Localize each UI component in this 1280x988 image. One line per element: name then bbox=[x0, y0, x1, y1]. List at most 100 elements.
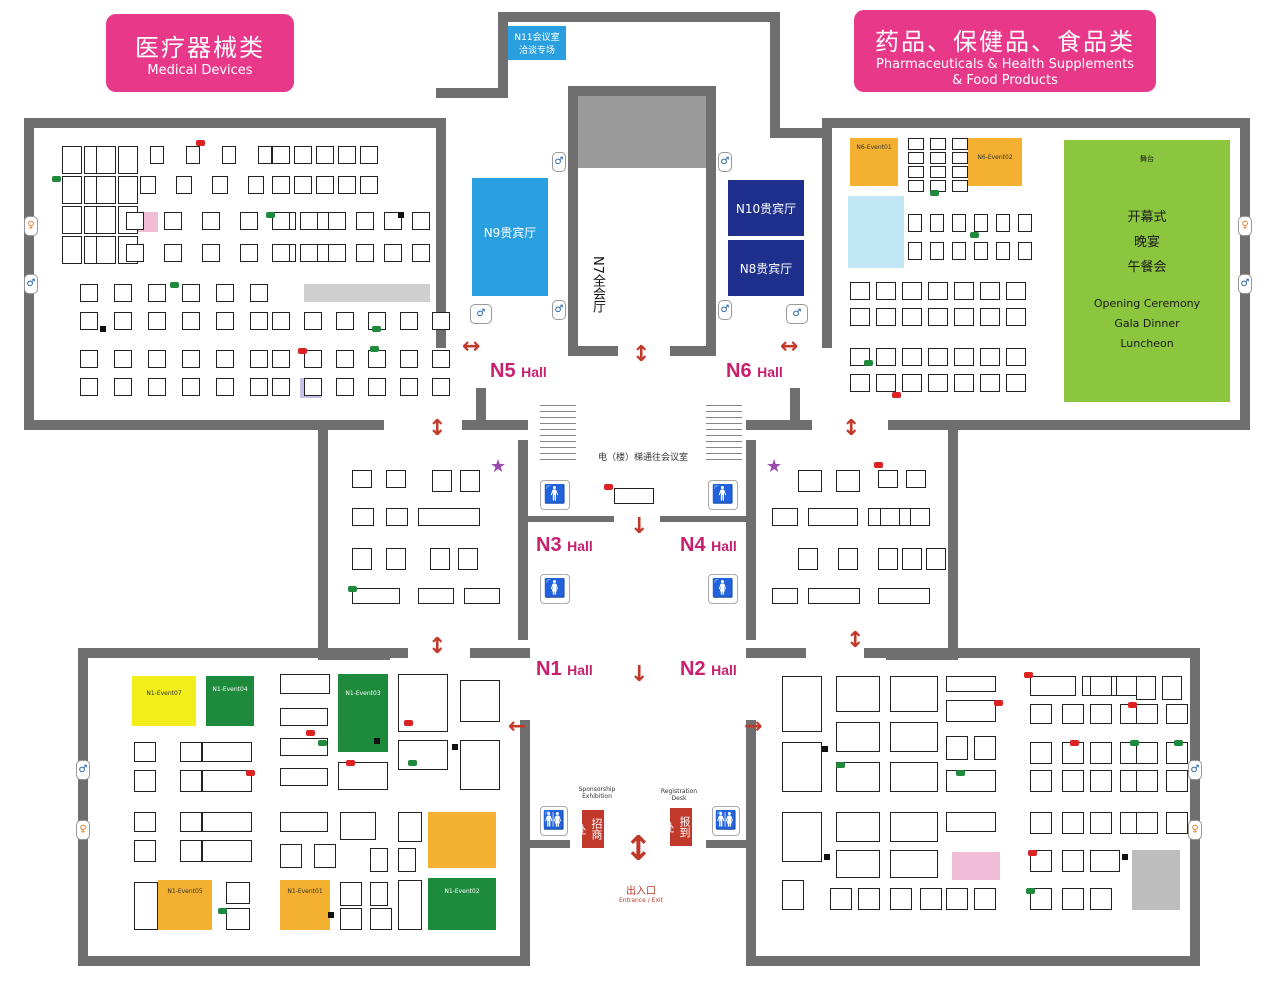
booth[interactable] bbox=[952, 180, 968, 192]
booth[interactable] bbox=[1166, 812, 1188, 834]
booth[interactable] bbox=[280, 812, 328, 832]
booth[interactable] bbox=[316, 146, 334, 164]
booth[interactable] bbox=[398, 880, 422, 930]
booth[interactable] bbox=[836, 676, 880, 712]
booth[interactable] bbox=[890, 676, 938, 712]
booth[interactable] bbox=[180, 812, 202, 832]
booth[interactable] bbox=[878, 588, 930, 604]
booth[interactable] bbox=[460, 740, 500, 790]
booth[interactable] bbox=[930, 152, 946, 164]
booth[interactable] bbox=[946, 700, 996, 722]
booth[interactable] bbox=[338, 762, 388, 790]
booth[interactable] bbox=[1030, 812, 1052, 834]
booth[interactable] bbox=[850, 282, 870, 300]
booth[interactable] bbox=[980, 308, 1000, 326]
booth[interactable] bbox=[328, 212, 346, 230]
booth[interactable] bbox=[902, 282, 922, 300]
booth[interactable] bbox=[118, 146, 138, 174]
room-n9-vip[interactable]: N9贵宾厅 bbox=[472, 178, 548, 296]
booth[interactable] bbox=[1006, 348, 1026, 366]
booth[interactable] bbox=[1030, 888, 1052, 910]
booth[interactable] bbox=[356, 244, 374, 262]
booth[interactable] bbox=[202, 212, 220, 230]
booth[interactable] bbox=[890, 812, 938, 842]
room-n11-meeting[interactable]: N11会议室 洽谈专场 bbox=[508, 26, 566, 60]
booth[interactable] bbox=[338, 176, 356, 194]
booth[interactable] bbox=[314, 844, 336, 868]
booth[interactable] bbox=[150, 146, 164, 164]
booth[interactable] bbox=[164, 212, 182, 230]
booth[interactable] bbox=[1030, 742, 1052, 764]
booth[interactable] bbox=[338, 146, 356, 164]
booth[interactable] bbox=[952, 166, 968, 178]
booth[interactable] bbox=[226, 908, 250, 930]
booth[interactable] bbox=[62, 146, 82, 174]
event-n1-07[interactable]: N1-Event07 bbox=[132, 676, 196, 726]
booth[interactable] bbox=[930, 166, 946, 178]
booth[interactable] bbox=[460, 680, 500, 722]
booth[interactable] bbox=[398, 740, 448, 770]
booth[interactable] bbox=[1090, 704, 1112, 724]
booth[interactable] bbox=[126, 244, 144, 262]
booth[interactable] bbox=[1166, 770, 1188, 792]
booth[interactable] bbox=[352, 508, 374, 526]
booth[interactable] bbox=[386, 548, 406, 570]
booth[interactable] bbox=[928, 348, 948, 366]
booth[interactable] bbox=[226, 882, 250, 904]
booth[interactable] bbox=[300, 244, 318, 262]
booth[interactable] bbox=[386, 508, 408, 526]
booth[interactable] bbox=[772, 588, 798, 604]
booth[interactable] bbox=[808, 588, 860, 604]
booth[interactable] bbox=[186, 146, 200, 164]
booth[interactable] bbox=[400, 312, 418, 330]
booth[interactable] bbox=[148, 378, 166, 396]
booth[interactable] bbox=[280, 708, 328, 726]
booth[interactable] bbox=[902, 348, 922, 366]
booth[interactable] bbox=[1136, 770, 1158, 792]
booth[interactable] bbox=[1090, 888, 1112, 910]
room-n10-vip[interactable]: N10贵宾厅 bbox=[728, 180, 804, 236]
booth[interactable] bbox=[858, 888, 880, 910]
booth[interactable] bbox=[294, 146, 312, 164]
booth[interactable] bbox=[180, 770, 202, 792]
booth[interactable] bbox=[614, 488, 654, 504]
booth[interactable] bbox=[202, 742, 252, 762]
booth[interactable] bbox=[280, 844, 302, 868]
booth[interactable] bbox=[418, 588, 454, 604]
booth[interactable] bbox=[954, 308, 974, 326]
booth[interactable] bbox=[946, 736, 968, 760]
booth[interactable] bbox=[352, 588, 400, 604]
booth[interactable] bbox=[980, 282, 1000, 300]
booth[interactable] bbox=[250, 284, 268, 302]
booth[interactable] bbox=[1166, 704, 1188, 724]
booth[interactable] bbox=[890, 850, 938, 878]
booth[interactable] bbox=[836, 722, 880, 752]
booth[interactable] bbox=[952, 152, 968, 164]
event-n1-04[interactable]: N1-Event04 bbox=[206, 676, 254, 726]
booth[interactable] bbox=[878, 470, 898, 488]
booth[interactable] bbox=[300, 212, 318, 230]
booth[interactable] bbox=[134, 840, 156, 862]
booth[interactable] bbox=[1006, 374, 1026, 392]
booth[interactable] bbox=[902, 308, 922, 326]
booth[interactable] bbox=[952, 138, 968, 150]
booth[interactable] bbox=[430, 548, 450, 570]
booth[interactable] bbox=[878, 548, 898, 570]
booth[interactable] bbox=[62, 206, 82, 234]
booth[interactable] bbox=[182, 312, 200, 330]
booth[interactable] bbox=[974, 214, 988, 232]
booth[interactable] bbox=[850, 374, 870, 392]
booth[interactable] bbox=[114, 350, 132, 368]
booth[interactable] bbox=[240, 244, 258, 262]
booth[interactable] bbox=[908, 166, 924, 178]
booth[interactable] bbox=[974, 242, 988, 260]
booth[interactable] bbox=[62, 176, 82, 204]
booth[interactable] bbox=[946, 812, 996, 832]
booth[interactable] bbox=[96, 236, 116, 264]
booth[interactable] bbox=[910, 508, 930, 526]
booth[interactable] bbox=[850, 308, 870, 326]
booth[interactable] bbox=[134, 770, 156, 792]
booth[interactable] bbox=[1030, 676, 1076, 696]
booth[interactable] bbox=[798, 548, 818, 570]
booth[interactable] bbox=[96, 206, 116, 234]
